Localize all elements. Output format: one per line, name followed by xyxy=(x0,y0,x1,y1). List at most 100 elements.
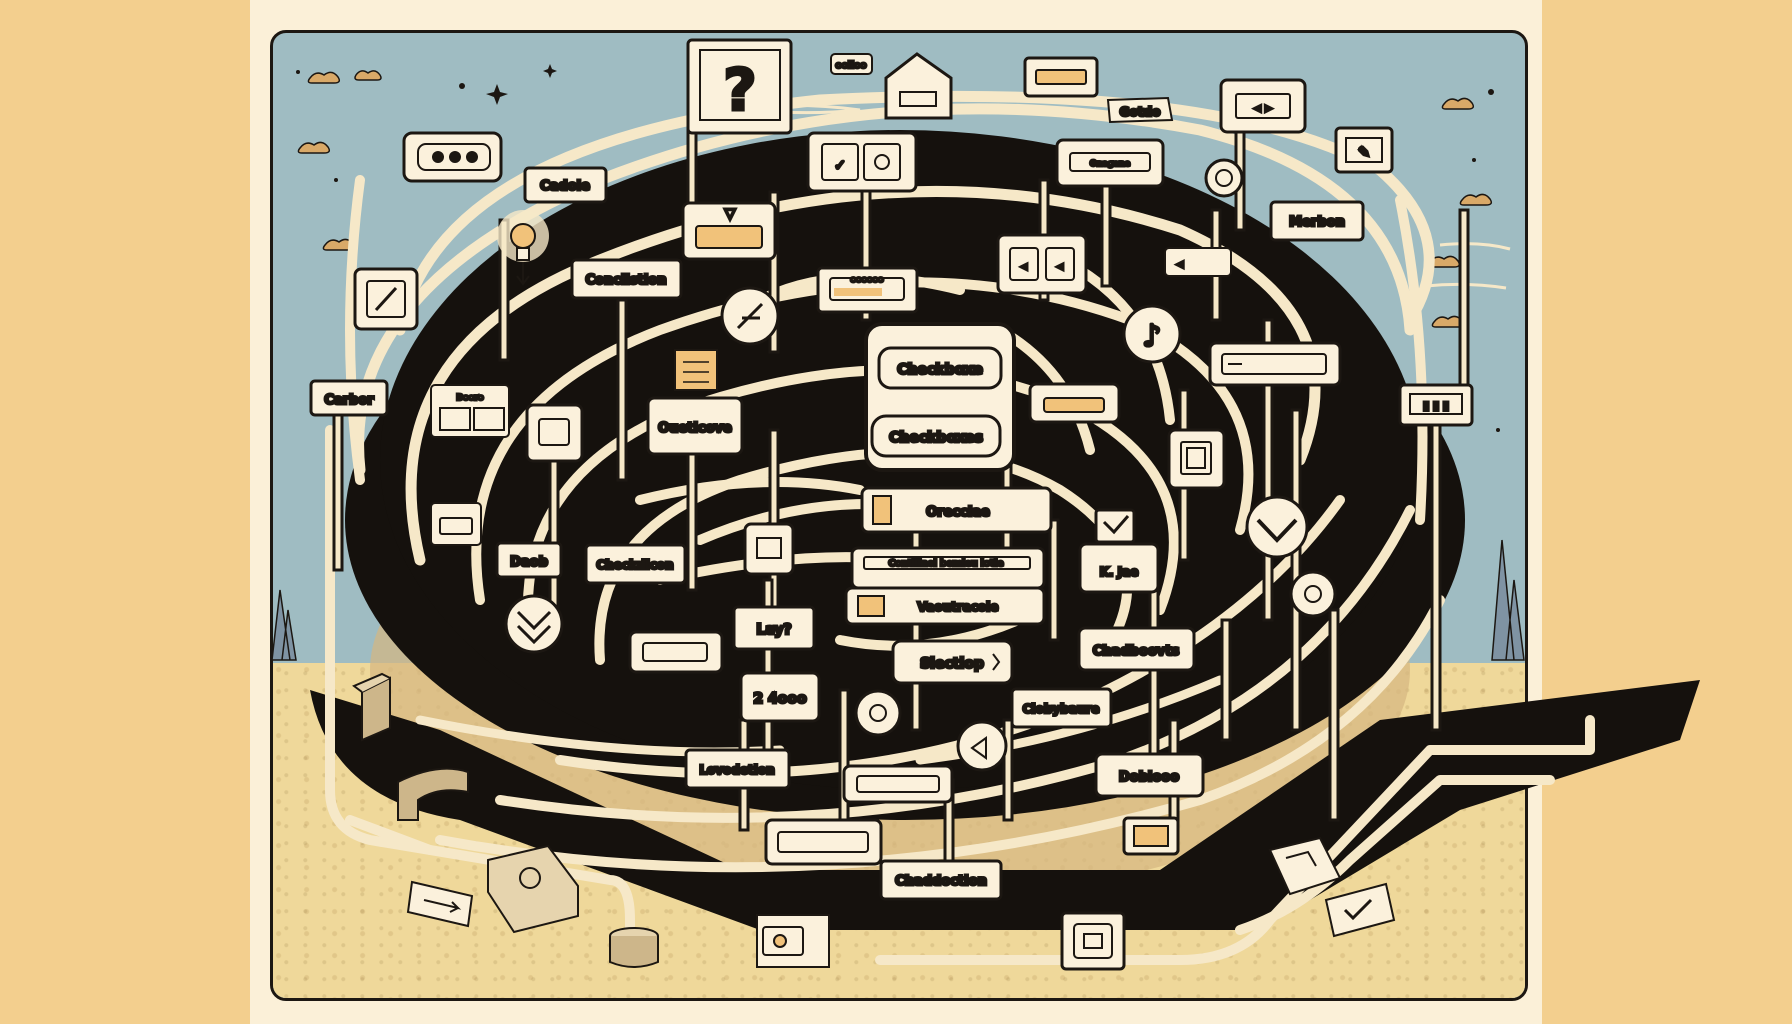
square-checkbox-right[interactable] xyxy=(1167,428,1226,490)
doblooo-button[interactable]: Doblooo xyxy=(1094,752,1205,798)
play-circle-button[interactable] xyxy=(956,720,1008,772)
daob-tag[interactable]: Daob xyxy=(495,541,563,579)
checkboxe-label: Checkboxe xyxy=(897,362,983,378)
top-slider-field[interactable]: Onagane xyxy=(1055,138,1165,188)
cadoie-tag[interactable]: Cadoie xyxy=(523,166,608,204)
left-slider-field[interactable] xyxy=(628,630,724,674)
central-checkbox-panel[interactable]: Checkboxe Checkboxes xyxy=(864,322,1016,472)
contimel-label: Contilinel bemieu lotle xyxy=(889,559,1004,569)
question-help-sign[interactable]: ? xyxy=(686,38,793,135)
small-tab-group[interactable]: Dooro xyxy=(430,384,510,438)
conciistion-button[interactable]: Conciistion xyxy=(570,258,683,300)
cadoie-label: Cadoie xyxy=(540,179,590,194)
chaddoction-button[interactable]: Chaddoction xyxy=(879,859,1003,901)
accent-slider[interactable] xyxy=(1028,382,1121,424)
oueticove-button[interactable]: Oueticove xyxy=(646,396,744,456)
double-chevron-button[interactable] xyxy=(504,594,564,654)
checkboxe-option[interactable] xyxy=(877,346,1003,390)
barrel xyxy=(609,927,659,968)
numfield-label: 2 4ooo xyxy=(753,691,807,707)
checkmark-badge[interactable] xyxy=(1094,508,1136,544)
dropdown-mid-label: oooooo xyxy=(851,275,884,284)
vaoutacole-label: Vaoutracole xyxy=(918,600,999,614)
bushes xyxy=(271,539,1525,661)
center-small-slider[interactable] xyxy=(842,764,954,804)
chadboovts-button[interactable]: Chadboovts xyxy=(1077,626,1196,672)
toggle-pair-icons: ◂ ▸ xyxy=(1254,101,1272,116)
small-bar-tag[interactable] xyxy=(430,502,482,546)
square-checkbox-left[interactable] xyxy=(525,403,584,463)
top-dropdown[interactable]: ▽ xyxy=(681,201,777,261)
bottom-square-button[interactable] xyxy=(1060,911,1126,971)
middle-small-box[interactable] xyxy=(743,522,795,576)
chaddoction-label: Chaddoction xyxy=(895,874,987,889)
clobybaure-button[interactable]: Clobybaure xyxy=(1010,687,1113,729)
number-field[interactable]: 2 4ooo xyxy=(739,671,821,723)
dual-toggle-box[interactable]: ◂ ◂ xyxy=(996,233,1088,295)
tiny-mid-label: Onagane xyxy=(1090,159,1131,168)
checkdicon-button[interactable]: Checkdicon xyxy=(584,543,687,585)
chevron-down-icon: ▽ xyxy=(725,206,736,222)
bottom-toggle-box[interactable] xyxy=(756,914,830,968)
lovodetion-button[interactable]: Lovodetion xyxy=(684,748,791,790)
slectiop-button[interactable]: Slectiop xyxy=(891,639,1014,685)
birdhouse-icon xyxy=(899,91,937,107)
clouds xyxy=(297,70,1493,328)
small-play-tag[interactable]: ◂ xyxy=(1164,247,1232,277)
accent-small-box[interactable] xyxy=(1122,816,1180,856)
kjae-box[interactable]: K. Jae xyxy=(1078,542,1160,594)
hint-lightbulb[interactable] xyxy=(497,210,549,286)
checkboxes-option[interactable] xyxy=(870,414,1002,458)
top-text-field[interactable] xyxy=(1023,56,1099,98)
slectiop-label: Slectiop xyxy=(920,656,984,672)
gotdo-tag[interactable]: Gotdo xyxy=(1106,96,1174,124)
target-button-center[interactable] xyxy=(854,689,902,737)
arrow-icon xyxy=(423,899,462,913)
crate-left xyxy=(352,672,391,742)
checkdicon-label: Checkdicon xyxy=(596,558,673,572)
right-text-input[interactable] xyxy=(1208,341,1342,387)
merbon-label: Merbon xyxy=(1289,215,1345,230)
side-pencil-box[interactable]: ✎ xyxy=(1334,126,1394,174)
lay-label: Lay? xyxy=(756,622,791,638)
lightbulb-icon xyxy=(510,223,536,249)
carbor-label: Carbor xyxy=(324,393,374,408)
play-icon-3: ◂ xyxy=(1177,257,1184,272)
arrow-sign[interactable] xyxy=(406,880,474,928)
edit-circle-button[interactable] xyxy=(720,286,780,346)
checkbox-pair[interactable]: ✓ xyxy=(806,131,918,193)
chadboovts-label: Chadboovts xyxy=(1093,644,1180,659)
birdhouse-button[interactable] xyxy=(884,52,953,120)
double-chevron-icon xyxy=(516,610,552,645)
chevron-circle-button[interactable] xyxy=(1245,495,1309,559)
checkmark-icon: ✓ xyxy=(834,158,846,174)
target-button-top[interactable] xyxy=(1204,158,1244,198)
tiny-top-tag[interactable]: oolloo xyxy=(830,53,873,75)
stool-left xyxy=(397,767,469,821)
paper-stack[interactable] xyxy=(1268,836,1342,896)
orecciae-input[interactable]: Orecciae xyxy=(860,486,1053,534)
note-card[interactable] xyxy=(674,349,718,391)
oueticove-label: Oueticove xyxy=(658,421,732,436)
edit-icon xyxy=(736,302,764,330)
stacked-form-panel[interactable]: Contilinel bemieu lotle Vaoutracole xyxy=(844,546,1046,626)
bottom-check-sign[interactable] xyxy=(1324,882,1396,938)
toggle-pair-top[interactable]: ◂ ▸ xyxy=(1219,78,1307,134)
question-icon: ? xyxy=(723,56,757,124)
target-button-right[interactable] xyxy=(1289,570,1337,618)
checkboxes-label: Checkboxes xyxy=(889,430,983,446)
lay-help-button[interactable]: Lay? xyxy=(732,605,816,651)
carbor-tag[interactable]: Carbor xyxy=(309,379,389,417)
music-circle-button[interactable]: ♪ xyxy=(1122,304,1182,364)
doblooo-label: Doblooo xyxy=(1119,770,1179,785)
more-options-button[interactable] xyxy=(402,131,503,183)
slash-box[interactable] xyxy=(353,267,419,331)
chevron-right-icon xyxy=(992,653,1001,671)
far-right-toggle[interactable]: ▯ ▯ ▯ xyxy=(1398,383,1474,427)
radio-icon xyxy=(874,154,890,170)
merbon-tag[interactable]: Merbon xyxy=(1269,200,1365,242)
middle-dropdown[interactable]: oooooo xyxy=(816,266,919,314)
lower-slider-field[interactable] xyxy=(764,818,883,866)
daob-label: Daob xyxy=(510,555,548,570)
kjae-label: K. Jae xyxy=(1100,565,1139,579)
